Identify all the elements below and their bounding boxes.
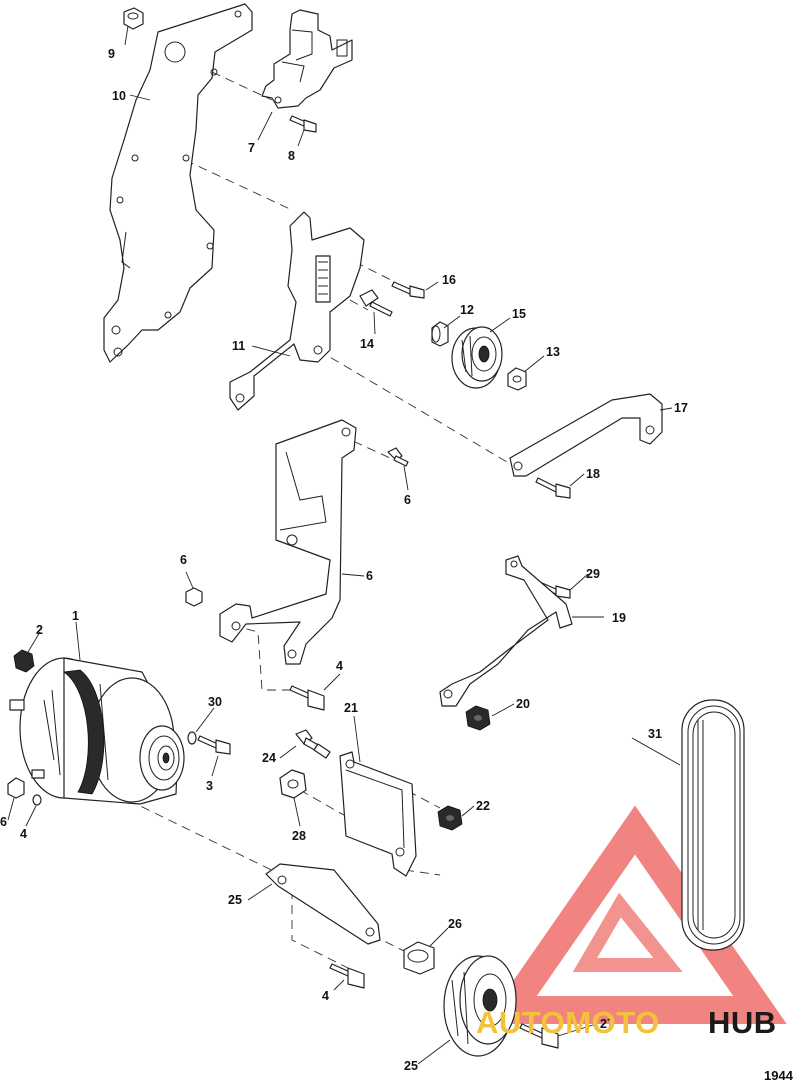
bracket-9	[261, 9, 353, 109]
bolt-8	[387, 447, 409, 467]
callout-6-lower: 6	[0, 815, 7, 829]
callout-24: 22	[476, 799, 490, 813]
callout-28: 26	[448, 917, 462, 931]
callout-7: 6	[366, 569, 373, 583]
spacer-14	[431, 321, 449, 347]
callout-32: 30	[208, 695, 222, 709]
callout-30: 28	[292, 829, 306, 843]
nut-2	[13, 649, 35, 673]
mounting-plate-12	[103, 3, 253, 363]
callout-22: 20	[516, 697, 530, 711]
callout-21: 19	[612, 611, 626, 625]
long-bracket-21	[439, 555, 573, 707]
callout-20: 18	[586, 467, 600, 481]
drive-belt-33	[681, 699, 745, 951]
callout-18: 16	[442, 273, 456, 287]
alternator-1	[9, 657, 185, 805]
nut-22	[465, 705, 491, 731]
washer-32	[187, 731, 197, 745]
nut-24	[437, 805, 463, 831]
bolt-3	[197, 735, 231, 755]
callout-14: 12	[460, 303, 474, 317]
watermark-text-hub: HUB	[708, 1005, 777, 1040]
bolt-20	[535, 477, 571, 499]
watermark-text-automoto: AUTOMOTO	[476, 1005, 660, 1040]
bolt-10	[289, 115, 317, 133]
stud-16	[359, 289, 393, 317]
watermark-logo: AUTOMOTO HUB	[476, 1005, 777, 1040]
bolt-4-upper	[289, 685, 325, 711]
callout-4-upper: 4	[336, 659, 343, 673]
assembly-lines	[127, 71, 513, 969]
idler-pulley-17	[451, 326, 503, 389]
callout-33: 31	[648, 727, 662, 741]
callout-10: 8	[288, 149, 295, 163]
callout-1: 1	[72, 609, 79, 623]
nut-15	[507, 367, 527, 391]
callout-11: 9	[108, 47, 115, 61]
callout-labels: 9 10 7 8 11 14 16 12 15 13 17 18 6 6 6 2…	[0, 47, 688, 1073]
nut-30	[279, 769, 307, 799]
callout-27: 25	[404, 1059, 418, 1073]
callout-23: 21	[344, 701, 358, 715]
callout-3: 3	[206, 779, 213, 793]
washer-5	[32, 794, 42, 806]
callout-9: 7	[248, 141, 255, 155]
nut-6-upper	[185, 587, 203, 607]
callout-2: 2	[36, 623, 43, 637]
callout-19: 17	[674, 401, 688, 415]
nut-6-lower	[7, 777, 25, 799]
callout-6-upper: 6	[180, 553, 187, 567]
bracket-23	[339, 751, 417, 877]
idler-pulley-27	[443, 955, 517, 1057]
callout-15: 13	[546, 345, 560, 359]
nut-11	[123, 7, 144, 30]
callout-29: 27	[600, 1017, 614, 1031]
link-arm-19	[509, 393, 663, 477]
callout-8: 6	[404, 493, 411, 507]
callout-12: 10	[112, 89, 126, 103]
callout-31: 29	[586, 567, 600, 581]
bolt-4-lower	[329, 963, 365, 989]
stud-26	[295, 729, 331, 759]
callout-16: 14	[360, 337, 374, 351]
bolt-29	[519, 1023, 559, 1049]
alternator-bracket-7	[219, 419, 357, 665]
callout-5: 4	[20, 827, 27, 841]
plate-25	[265, 863, 381, 945]
spacer-28	[403, 941, 435, 975]
bracket-13	[229, 211, 365, 411]
leader-lines	[7, 25, 681, 1065]
callout-26: 24	[262, 751, 276, 765]
callout-4-lower: 4	[322, 989, 329, 1003]
figure-number: 1944	[764, 1068, 794, 1083]
callout-25: 25	[228, 893, 242, 907]
callout-17: 15	[512, 307, 526, 321]
callout-13: 11	[232, 339, 245, 353]
bolt-18	[391, 281, 425, 299]
